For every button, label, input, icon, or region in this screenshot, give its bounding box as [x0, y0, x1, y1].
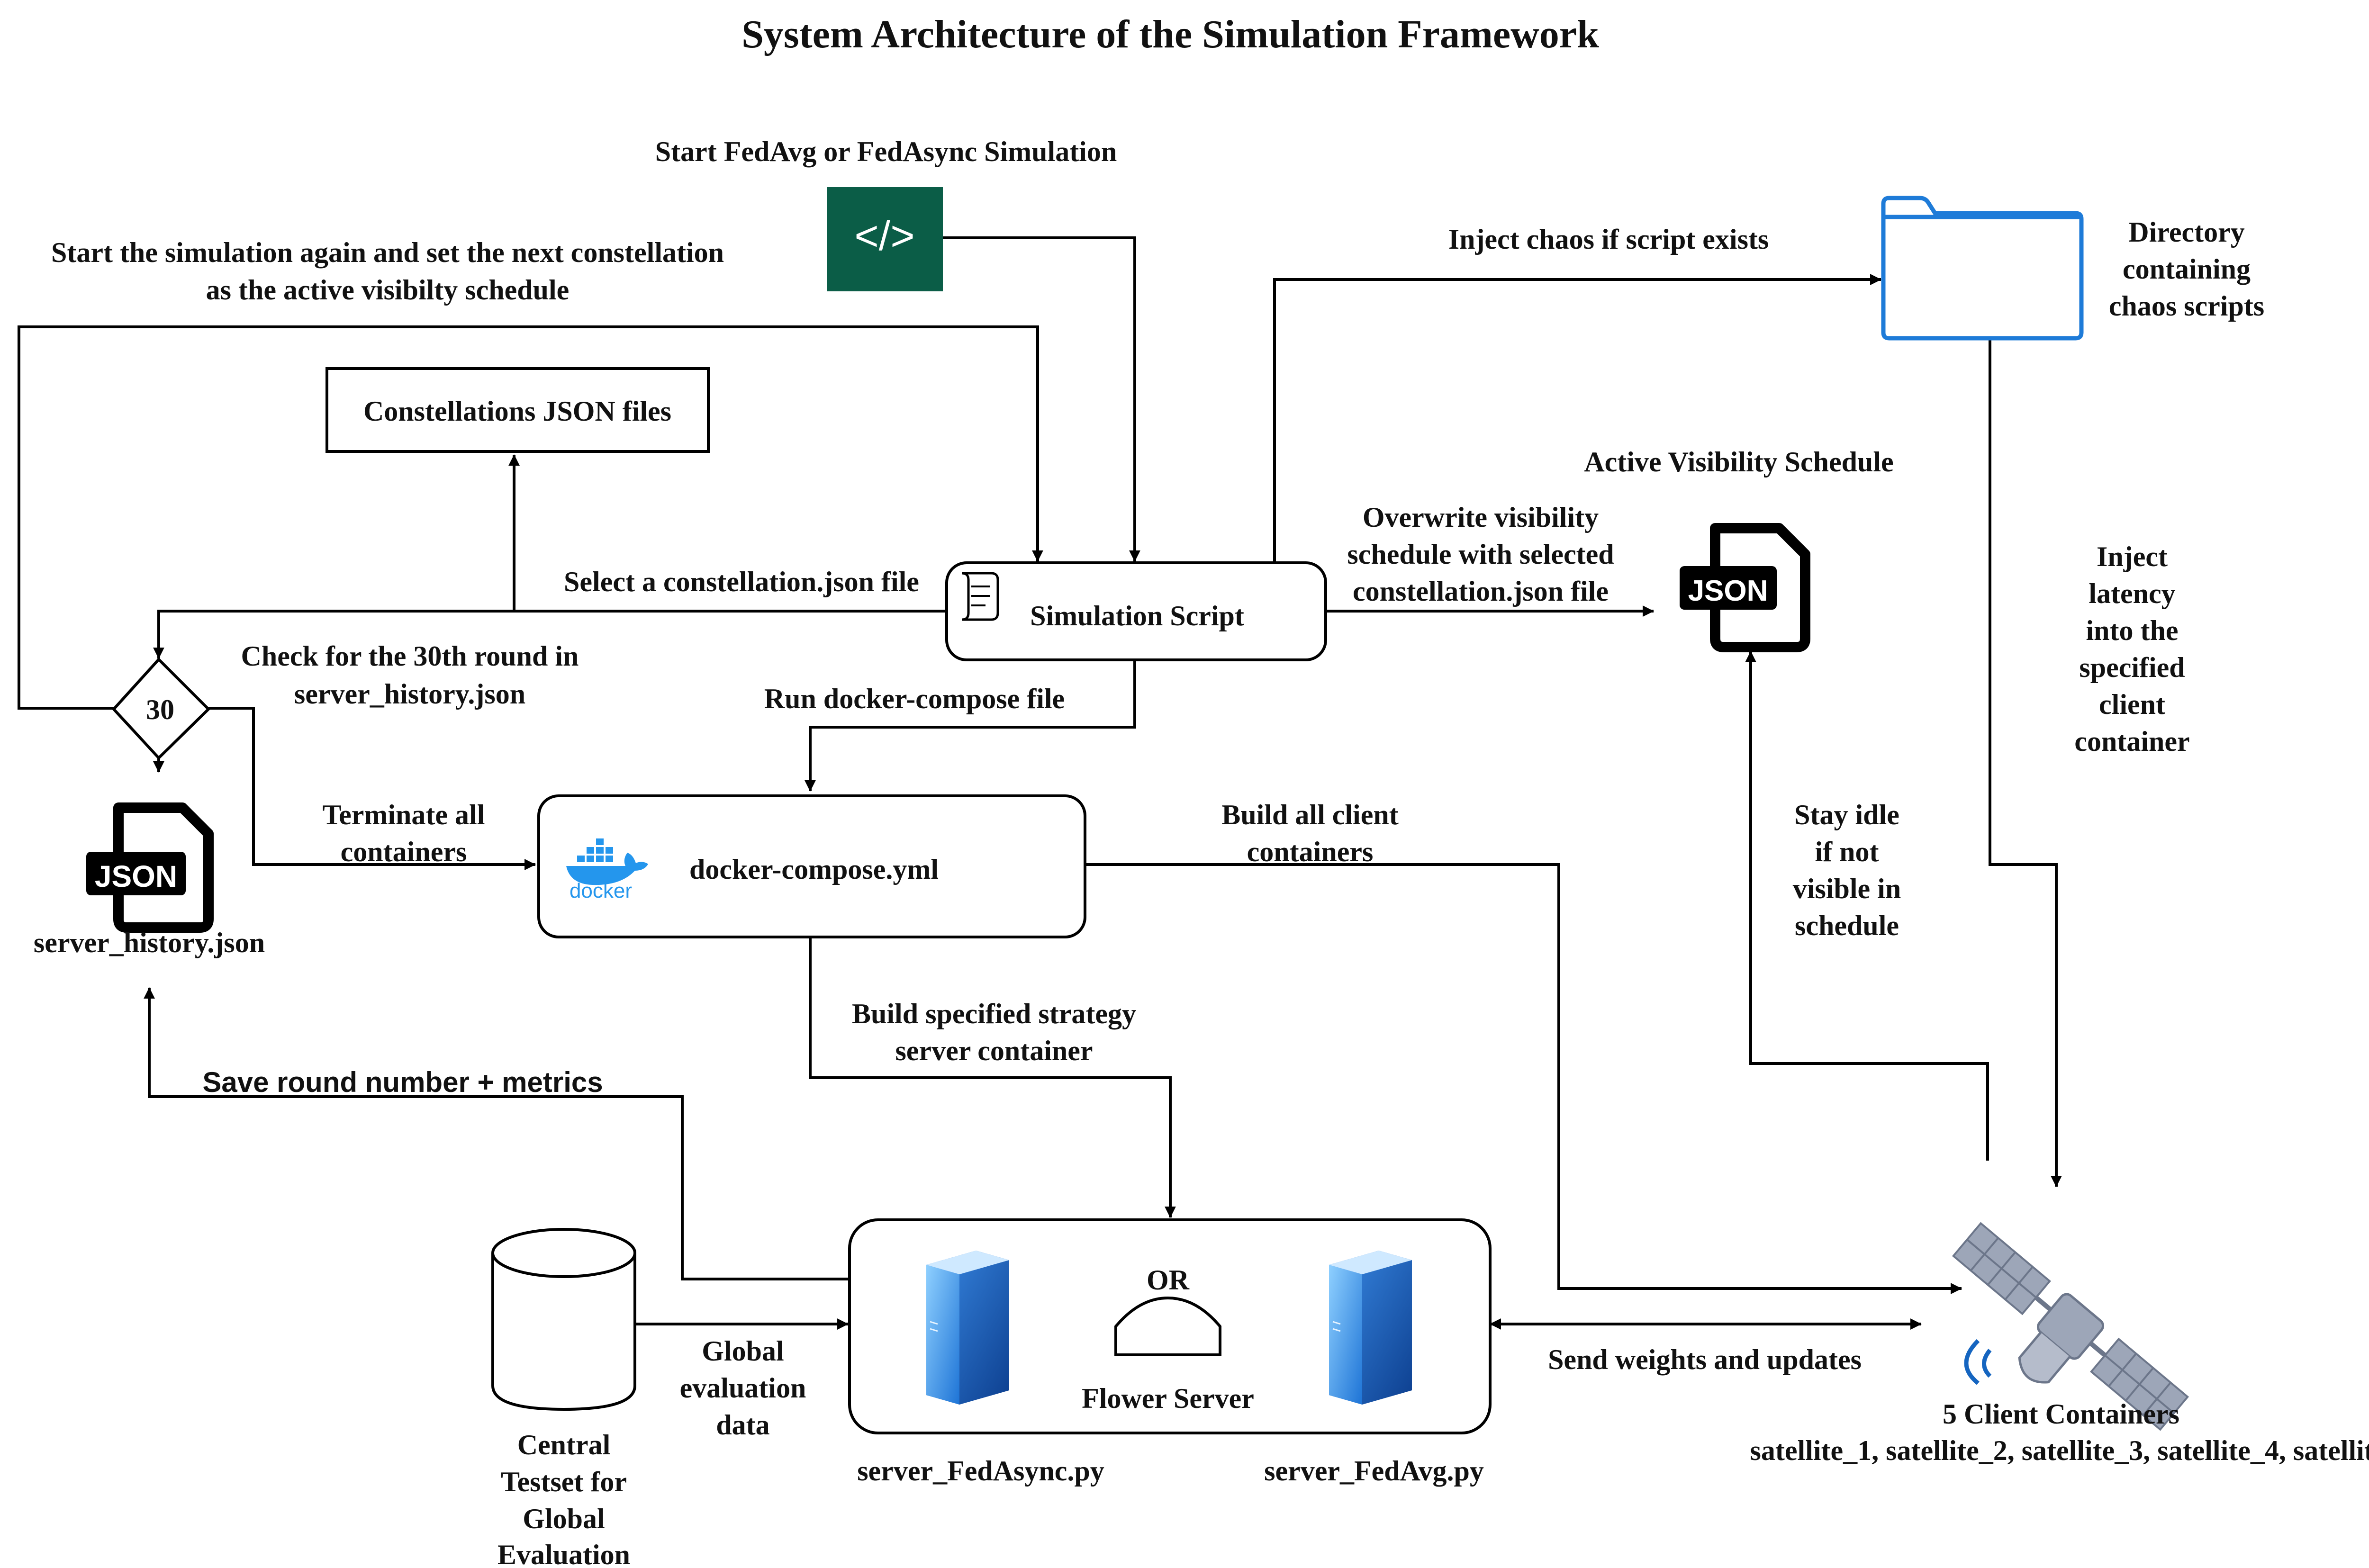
- inject-latency-label-2: latency: [2089, 578, 2175, 609]
- edge-save-metrics: [144, 987, 848, 1280]
- send-weights-label: Send weights and updates: [1548, 1344, 1862, 1375]
- testset-label-1: Central: [517, 1429, 611, 1460]
- stay-idle-label-4: schedule: [1795, 910, 1899, 941]
- edge-start-to-script: [940, 236, 1140, 562]
- code-icon: </>: [827, 187, 943, 291]
- global-eval-label-3: data: [716, 1409, 769, 1441]
- constellations-label: Constellations JSON files: [363, 396, 671, 427]
- script-icon: [961, 572, 999, 621]
- build-clients-label-1: Build all client: [1221, 799, 1398, 830]
- testset-label-2: Testset for: [501, 1466, 627, 1497]
- svg-text:JSON: JSON: [1688, 575, 1768, 607]
- edge-run-compose: [805, 661, 1136, 792]
- terminate-label-1: Terminate all: [323, 799, 485, 830]
- satellite-icon: [1952, 1222, 2189, 1431]
- docker-compose-label: docker-compose.yml: [689, 854, 939, 885]
- server-history-json-icon: JSON: [86, 802, 214, 933]
- inject-latency-label-4: specified: [2079, 652, 2185, 683]
- edge-build-server: [809, 936, 1176, 1218]
- diagram-title: System Architecture of the Simulation Fr…: [741, 12, 1599, 56]
- edge-stay-idle: [1745, 651, 1989, 1161]
- restart-label-1: Start the simulation again and set the n…: [51, 237, 724, 268]
- directory-label-1: Directory: [2128, 216, 2244, 248]
- select-file-label: Select a constellation.json file: [564, 566, 919, 597]
- clients-list: satellite_1, satellite_2, satellite_3, s…: [1750, 1435, 2369, 1466]
- directory-label-3: chaos scripts: [2109, 290, 2264, 322]
- active-schedule-label: Active Visibility Schedule: [1584, 446, 1893, 478]
- inject-latency-label-5: client: [2099, 689, 2165, 720]
- edge-inject-latency: [1989, 339, 2062, 1187]
- edge-inject-chaos: [1273, 274, 1881, 561]
- docker-logo-icon: docker: [566, 838, 648, 902]
- docker-compose-box: [537, 794, 1086, 938]
- or-gate-icon: [1114, 1296, 1221, 1356]
- database-icon: [491, 1228, 636, 1411]
- folder-icon: [1881, 196, 2084, 341]
- decision-value: 30: [146, 694, 174, 725]
- testset-label-3: Global: [523, 1503, 605, 1534]
- svg-text:JSON: JSON: [95, 859, 177, 893]
- build-clients-label-2: containers: [1247, 836, 1374, 867]
- edge-script-to-decision: [153, 610, 945, 659]
- clients-title: 5 Client Containers: [1943, 1398, 2179, 1430]
- global-eval-label-1: Global: [702, 1335, 784, 1367]
- save-metrics-label: Save round number + metrics: [202, 1066, 603, 1098]
- round-check-decision: [111, 657, 211, 760]
- server-fedasync-label: server_FedAsync.py: [857, 1455, 1104, 1487]
- global-eval-label-2: evaluation: [680, 1372, 806, 1404]
- edge-build-clients: [1085, 863, 1962, 1294]
- edge-restart-loop: [18, 325, 1043, 710]
- stay-idle-label-1: Stay idle: [1794, 799, 1899, 830]
- overwrite-label-2: schedule with selected: [1347, 539, 1614, 570]
- build-server-label-1: Build specified strategy: [852, 998, 1136, 1029]
- svg-text:</>: </>: [854, 212, 914, 259]
- check-round-label-1: Check for the 30th round in: [241, 640, 579, 672]
- satellite-signal-icon: [1964, 1339, 1992, 1385]
- server-history-label: server_history.json: [34, 927, 265, 958]
- simulation-script-box: [945, 561, 1327, 661]
- inject-latency-label-3: into the: [2086, 615, 2179, 646]
- start-label: Start FedAvg or FedAsync Simulation: [655, 136, 1117, 167]
- run-compose-label: Run docker-compose file: [764, 683, 1065, 714]
- edge-terminate: [208, 707, 536, 870]
- overwrite-label-1: Overwrite visibility: [1363, 502, 1599, 533]
- restart-label-2: as the active visibilty schedule: [206, 274, 570, 306]
- server-fedavg-icon: [1329, 1251, 1412, 1405]
- stay-idle-label-3: visible in: [1793, 873, 1901, 904]
- constellations-box: [326, 367, 710, 453]
- inject-chaos-label: Inject chaos if script exists: [1448, 224, 1769, 255]
- server-fedasync-icon: [926, 1251, 1009, 1405]
- terminate-label-2: containers: [341, 836, 467, 867]
- overwrite-label-3: constellation.json file: [1353, 576, 1609, 607]
- flower-server-label: Flower Server: [1082, 1383, 1254, 1414]
- simulation-script-label: Simulation Script: [1030, 600, 1244, 631]
- inject-latency-label-1: Inject: [2097, 541, 2168, 572]
- svg-text:docker: docker: [570, 879, 632, 902]
- directory-label-2: containing: [2123, 253, 2251, 285]
- or-label: OR: [1147, 1264, 1190, 1296]
- active-schedule-json-icon: JSON: [1680, 523, 1810, 652]
- check-round-label-2: server_history.json: [294, 678, 525, 710]
- server-fedavg-label: server_FedAvg.py: [1264, 1455, 1484, 1487]
- inject-latency-label-6: container: [2074, 726, 2189, 757]
- build-server-label-2: server container: [895, 1035, 1093, 1066]
- stay-idle-label-2: if not: [1815, 836, 1879, 867]
- testset-label-4: Evaluation: [497, 1539, 630, 1568]
